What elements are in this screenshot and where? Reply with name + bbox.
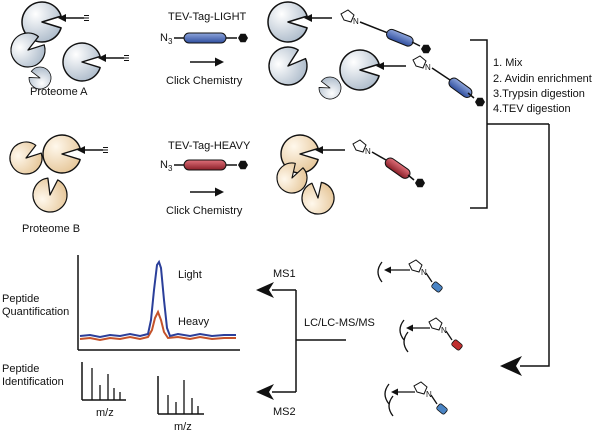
protein-la1 — [267, 1, 308, 43]
reagent-heavy-group: TEV-Tag-HEAVY N3 Click Chemistry — [160, 140, 251, 217]
tag-light-label: TEV-Tag-LIGHT — [168, 11, 247, 23]
probe-b1 — [76, 145, 109, 155]
triazole-n: N — [353, 17, 359, 26]
arrow-head-ms1 — [256, 282, 274, 298]
ms1-quant-chart: Light Heavy — [77, 255, 240, 351]
step-1: 1. Mix — [493, 57, 523, 69]
hexagon-cap — [238, 160, 248, 170]
azide-subscript: 3 — [168, 164, 173, 173]
hexagon-cap — [238, 33, 248, 43]
probe-a1 — [57, 13, 90, 23]
triazole-n: N — [421, 268, 427, 277]
azide-subscript: 3 — [168, 37, 173, 46]
step-3: 3.Trypsin digestion — [493, 88, 585, 100]
click-chemistry-label-top: Click Chemistry — [166, 75, 243, 87]
tag-heavy-label: TEV-Tag-HEAVY — [168, 140, 251, 152]
light-label: Light — [178, 269, 202, 281]
hexagon-cap — [421, 44, 431, 54]
steps-list: 1. Mix 2. Avidin enrichment 3.Trypsin di… — [493, 57, 592, 115]
protein-lb3 — [300, 180, 336, 216]
tagged-peptide-3: N — [384, 381, 448, 417]
probe-lb1 — [315, 146, 345, 154]
triazole-n: N — [426, 390, 432, 399]
protein-la2 — [260, 39, 315, 94]
proteome-b-label: Proteome B — [22, 223, 80, 235]
protein-b2 — [3, 135, 49, 181]
triazole-n: N — [365, 147, 371, 156]
peptide-ident-label-2: Identification — [2, 376, 64, 388]
peptide-quant-label-1: Peptide — [2, 293, 39, 305]
lcms-label: LC/LC-MS/MS — [304, 317, 375, 329]
proteome-b-group: Proteome B — [3, 134, 109, 235]
arrow-head-ms2 — [256, 384, 274, 400]
proteome-a-group: Proteome A — [3, 1, 130, 98]
protein-la3 — [339, 49, 380, 91]
triazole-n: N — [425, 63, 431, 72]
combine-bracket — [470, 39, 550, 376]
labeled-proteome-a: N N — [260, 1, 485, 107]
trace-light — [79, 259, 236, 339]
ms1-label: MS1 — [273, 268, 296, 280]
protein-b3 — [29, 175, 71, 216]
tag-heavy-capsule-1 — [384, 157, 411, 179]
protein-la4 — [315, 73, 345, 103]
azide-label: N3 — [160, 159, 173, 173]
heavy-label: Heavy — [178, 316, 210, 328]
tag-light-capsule-2 — [448, 77, 473, 98]
lcms-branch: LC/LC-MS/MS MS1 MS2 — [256, 268, 375, 418]
hexagon-cap — [415, 178, 425, 188]
tag-heavy-capsule — [183, 159, 227, 171]
azide-label: N3 — [160, 32, 173, 46]
arrow-head-to-peptides — [500, 356, 522, 376]
click-arrow-top — [190, 57, 224, 67]
reagent-light-group: TEV-Tag-LIGHT N3 Click Chemistry — [160, 11, 248, 87]
ms2-spectrum-1: m/z — [81, 362, 126, 419]
peptide-quant-label-2: Quantification — [2, 306, 69, 318]
tag-light-capsule-1 — [386, 28, 414, 47]
labeled-proteome-b: N — [270, 134, 425, 216]
mz-label-1: m/z — [96, 407, 114, 419]
azide-n: N — [160, 32, 168, 44]
azide-n: N — [160, 159, 168, 171]
probe-la3 — [376, 62, 406, 70]
protein-b1 — [42, 134, 81, 174]
probe-la1 — [304, 14, 332, 22]
proteome-a-label: Proteome A — [30, 86, 88, 98]
tagged-peptide-1: N — [377, 259, 443, 293]
tag-light-capsule — [183, 32, 227, 44]
step-4: 4.TEV digestion — [493, 103, 571, 115]
probe-a3 — [97, 53, 130, 63]
step-2: 2. Avidin enrichment — [493, 73, 592, 85]
triazole-n: N — [441, 326, 447, 335]
ms2-spectrum-2: m/z — [157, 376, 204, 433]
click-chemistry-label-bottom: Click Chemistry — [166, 205, 243, 217]
click-arrow-bottom — [190, 187, 224, 197]
ms2-label: MS2 — [273, 406, 296, 418]
hexagon-cap — [475, 97, 485, 107]
linker — [359, 21, 389, 34]
mz-label-2: m/z — [174, 421, 192, 433]
protein-a3 — [62, 42, 101, 82]
trace-heavy — [79, 309, 236, 342]
tagged-peptide-2: N — [399, 317, 463, 353]
peptide-ident-label-1: Peptide — [2, 363, 39, 375]
